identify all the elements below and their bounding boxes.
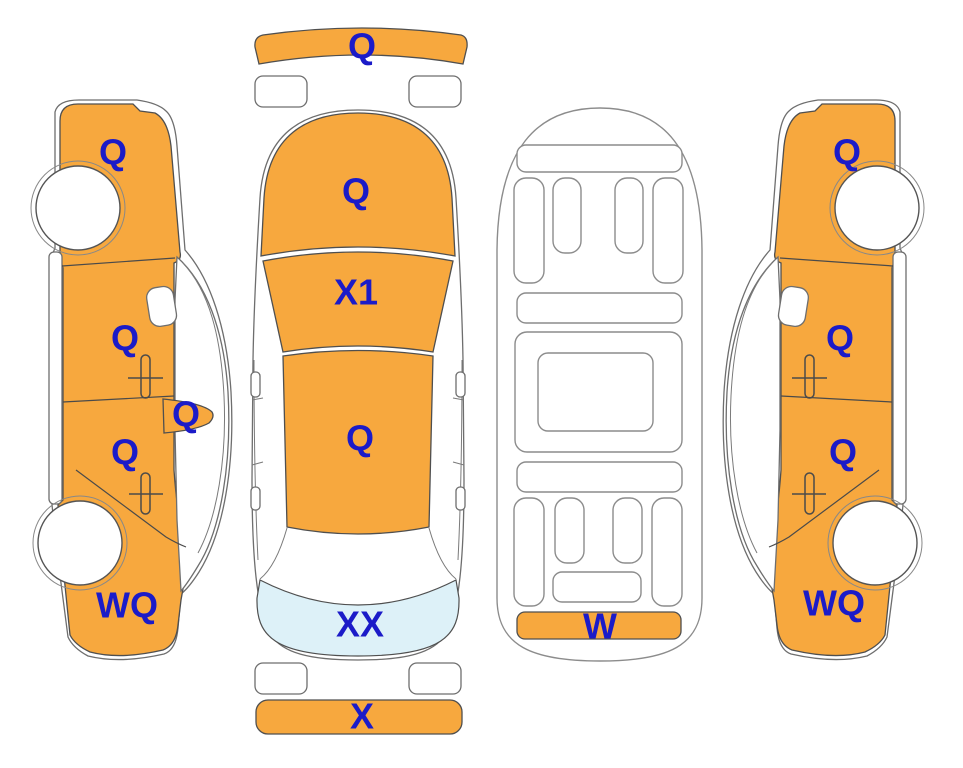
zone-rear-cross-member[interactable] bbox=[516, 611, 682, 640]
rear-rail-outer-right[interactable] bbox=[651, 497, 683, 607]
rear-floor-brace[interactable] bbox=[552, 571, 642, 603]
taillight-right bbox=[408, 662, 462, 695]
right-front-door-label: Q bbox=[826, 318, 854, 359]
zone-left-mirror[interactable] bbox=[162, 398, 214, 434]
left-mirror-label: Q bbox=[172, 394, 200, 435]
rear-rail-outer-left[interactable] bbox=[513, 497, 545, 607]
c-pillar-right bbox=[428, 527, 457, 580]
rear-rail-inner-right[interactable] bbox=[612, 497, 643, 564]
front-cross-member[interactable] bbox=[516, 144, 683, 173]
right-rear-door-label: Q bbox=[829, 432, 857, 473]
left-side-body[interactable] bbox=[30, 99, 233, 661]
mid-cross-member-rear[interactable] bbox=[516, 461, 683, 493]
front-rail-inner-right[interactable] bbox=[614, 177, 644, 254]
right-side-view: Q Q Q WQ bbox=[722, 99, 925, 661]
front-rail-inner-left[interactable] bbox=[552, 177, 582, 254]
top-view: Q Q X1 Q XX X bbox=[250, 26, 468, 737]
zone-hood[interactable] bbox=[260, 112, 456, 257]
headlight-left bbox=[254, 75, 308, 108]
rail-seam-left-2 bbox=[251, 461, 264, 466]
left-quarter-label: WQ bbox=[96, 585, 158, 626]
top-handle-left-front bbox=[250, 371, 261, 398]
front-rail-outer-left[interactable] bbox=[513, 177, 545, 284]
right-quarter-label: WQ bbox=[803, 583, 865, 624]
rear-cross-member-label: W bbox=[583, 606, 617, 647]
mid-cross-member-front[interactable] bbox=[516, 292, 683, 324]
rail-seam-left-1 bbox=[251, 397, 264, 401]
left-front-door-label: Q bbox=[111, 318, 139, 359]
c-pillar-left bbox=[259, 527, 288, 580]
trunk-label: XX bbox=[336, 604, 384, 645]
rear-bumper-label: X bbox=[350, 696, 374, 737]
zone-trunk[interactable] bbox=[256, 579, 460, 657]
left-side-view: Q Q Q Q WQ bbox=[30, 99, 233, 661]
roof-label: Q bbox=[346, 418, 374, 459]
headlight-right bbox=[408, 75, 462, 108]
rear-rail-inner-left[interactable] bbox=[554, 497, 585, 564]
floor-pan-inner bbox=[537, 352, 654, 432]
front-bumper-label: Q bbox=[348, 26, 376, 67]
zone-rear-bumper[interactable] bbox=[255, 699, 463, 735]
rail-seam-right-2 bbox=[452, 461, 465, 466]
zone-front-bumper[interactable] bbox=[254, 27, 468, 65]
underbody-view: W bbox=[496, 107, 703, 662]
top-handle-right-rear bbox=[455, 486, 466, 511]
left-rear-door-label: Q bbox=[111, 432, 139, 473]
rail-seam-right-1 bbox=[452, 397, 465, 401]
hood-label: Q bbox=[342, 171, 370, 212]
top-handle-right-front bbox=[455, 371, 466, 398]
taillight-left bbox=[254, 662, 308, 695]
front-rail-outer-right[interactable] bbox=[652, 177, 684, 284]
windshield-label: X1 bbox=[334, 272, 378, 313]
zone-windshield[interactable] bbox=[262, 251, 454, 353]
left-fender-label: Q bbox=[99, 132, 127, 173]
right-side-body[interactable] bbox=[722, 99, 925, 661]
zone-roof[interactable] bbox=[282, 349, 434, 535]
top-handle-left-rear bbox=[250, 486, 261, 511]
right-fender-label: Q bbox=[833, 132, 861, 173]
